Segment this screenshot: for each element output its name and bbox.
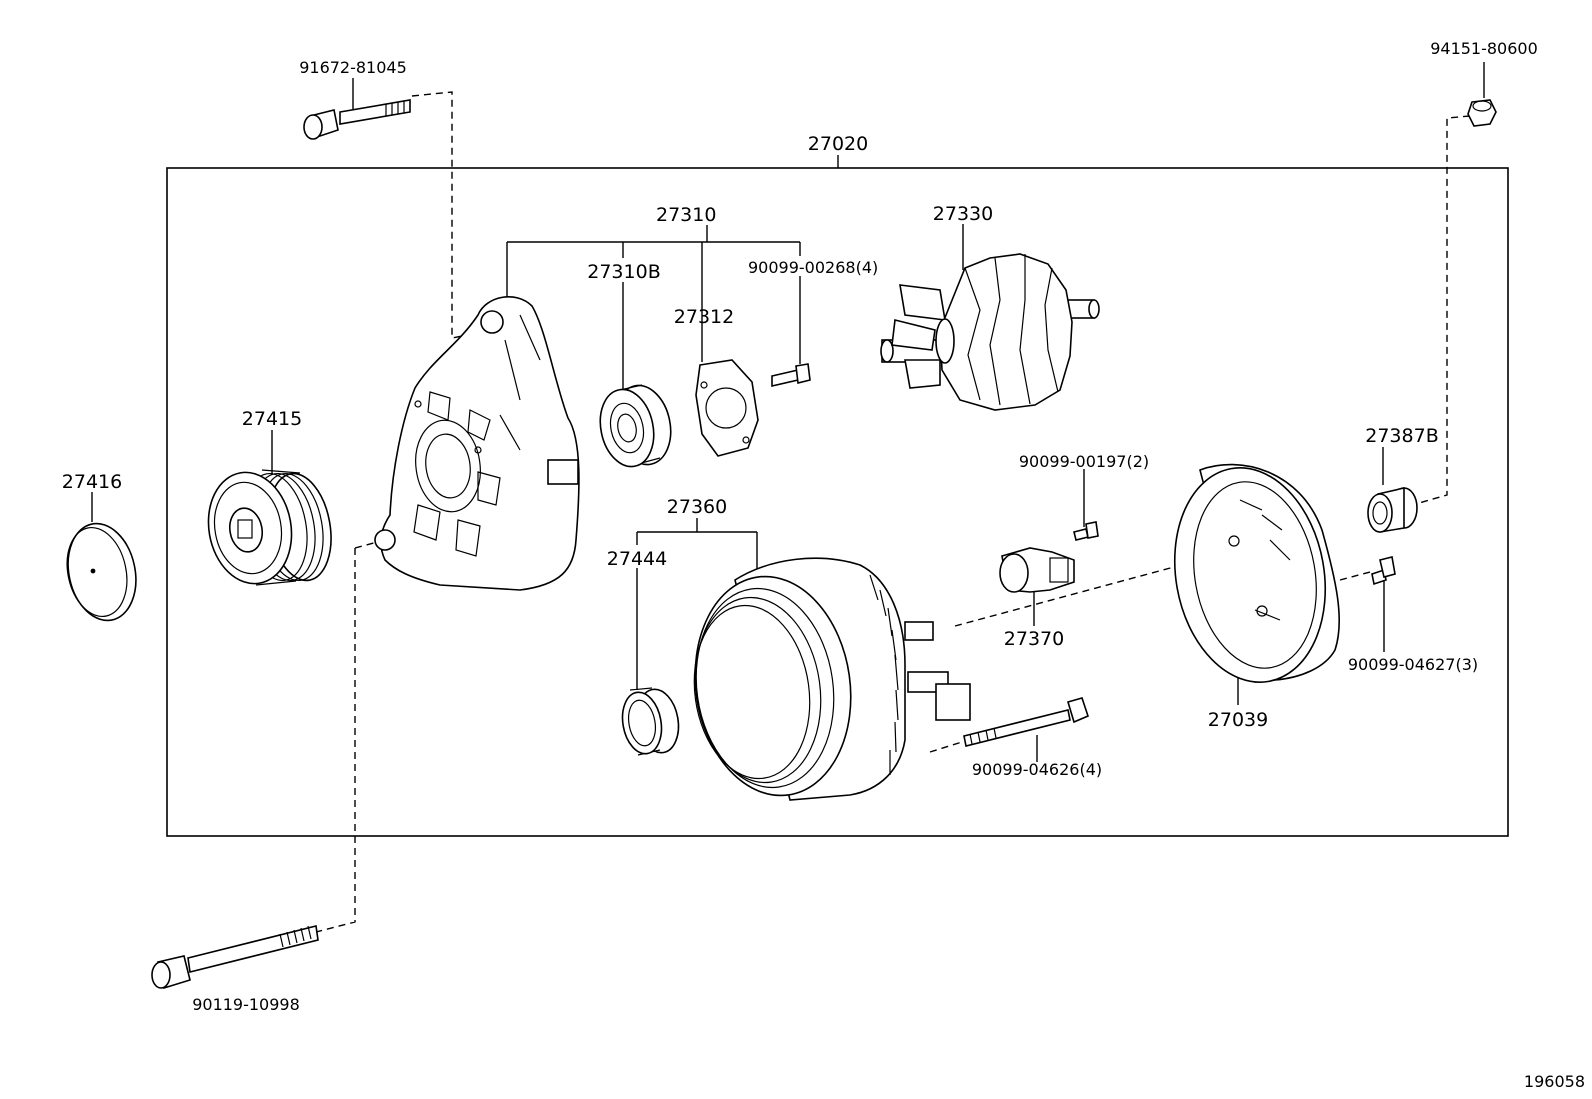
label-27312: 27312	[674, 306, 734, 328]
label-27370: 27370	[1004, 628, 1064, 650]
retainer-27312	[695, 359, 759, 457]
bolt-90099-04626	[963, 697, 1089, 747]
diagram-id: 196058	[1524, 1072, 1585, 1091]
insulator-27387B	[1367, 486, 1418, 533]
label-27330: 27330	[933, 203, 993, 225]
part-labels: 27020 27310 27310B 90099-00268(4) 27312 …	[62, 39, 1585, 1091]
bolt-90119-10998	[151, 925, 319, 990]
cap-27416	[66, 522, 137, 622]
label-27415: 27415	[242, 408, 302, 430]
screw-90099-00268	[771, 363, 811, 388]
nut-94151-80600	[1467, 99, 1497, 127]
rear-cover-27039	[1173, 463, 1340, 683]
screw-90099-00197	[1073, 521, 1099, 541]
rotor-27330	[880, 253, 1100, 411]
label-90099-04627: 90099-04627(3)	[1348, 655, 1478, 674]
label-27416: 27416	[62, 471, 122, 493]
bearing-27310B	[599, 384, 672, 468]
leader-lines	[91, 62, 1485, 762]
label-90099-00197: 90099-00197(2)	[1019, 452, 1149, 471]
label-27039: 27039	[1208, 709, 1268, 731]
label-94151-80600: 94151-80600	[1430, 39, 1538, 58]
label-27360: 27360	[667, 496, 727, 518]
label-27310B: 27310B	[587, 261, 660, 283]
stator-27360	[693, 557, 971, 801]
label-27387B: 27387B	[1365, 425, 1438, 447]
pulley-27415	[207, 469, 332, 586]
brush-holder-27370	[999, 547, 1075, 593]
drive-end-frame	[374, 296, 580, 591]
label-27444: 27444	[607, 548, 667, 570]
label-90099-00268: 90099-00268(4)	[748, 258, 878, 277]
label-27020: 27020	[808, 133, 868, 155]
label-90099-04626: 90099-04626(4)	[972, 760, 1102, 779]
screw-90099-04627	[1371, 556, 1396, 586]
bushing-27444	[621, 687, 680, 756]
bolt-91672-81045	[303, 99, 411, 140]
label-91672-81045: 91672-81045	[299, 58, 407, 77]
label-90119-10998: 90119-10998	[192, 995, 300, 1014]
label-27310: 27310	[656, 204, 716, 226]
